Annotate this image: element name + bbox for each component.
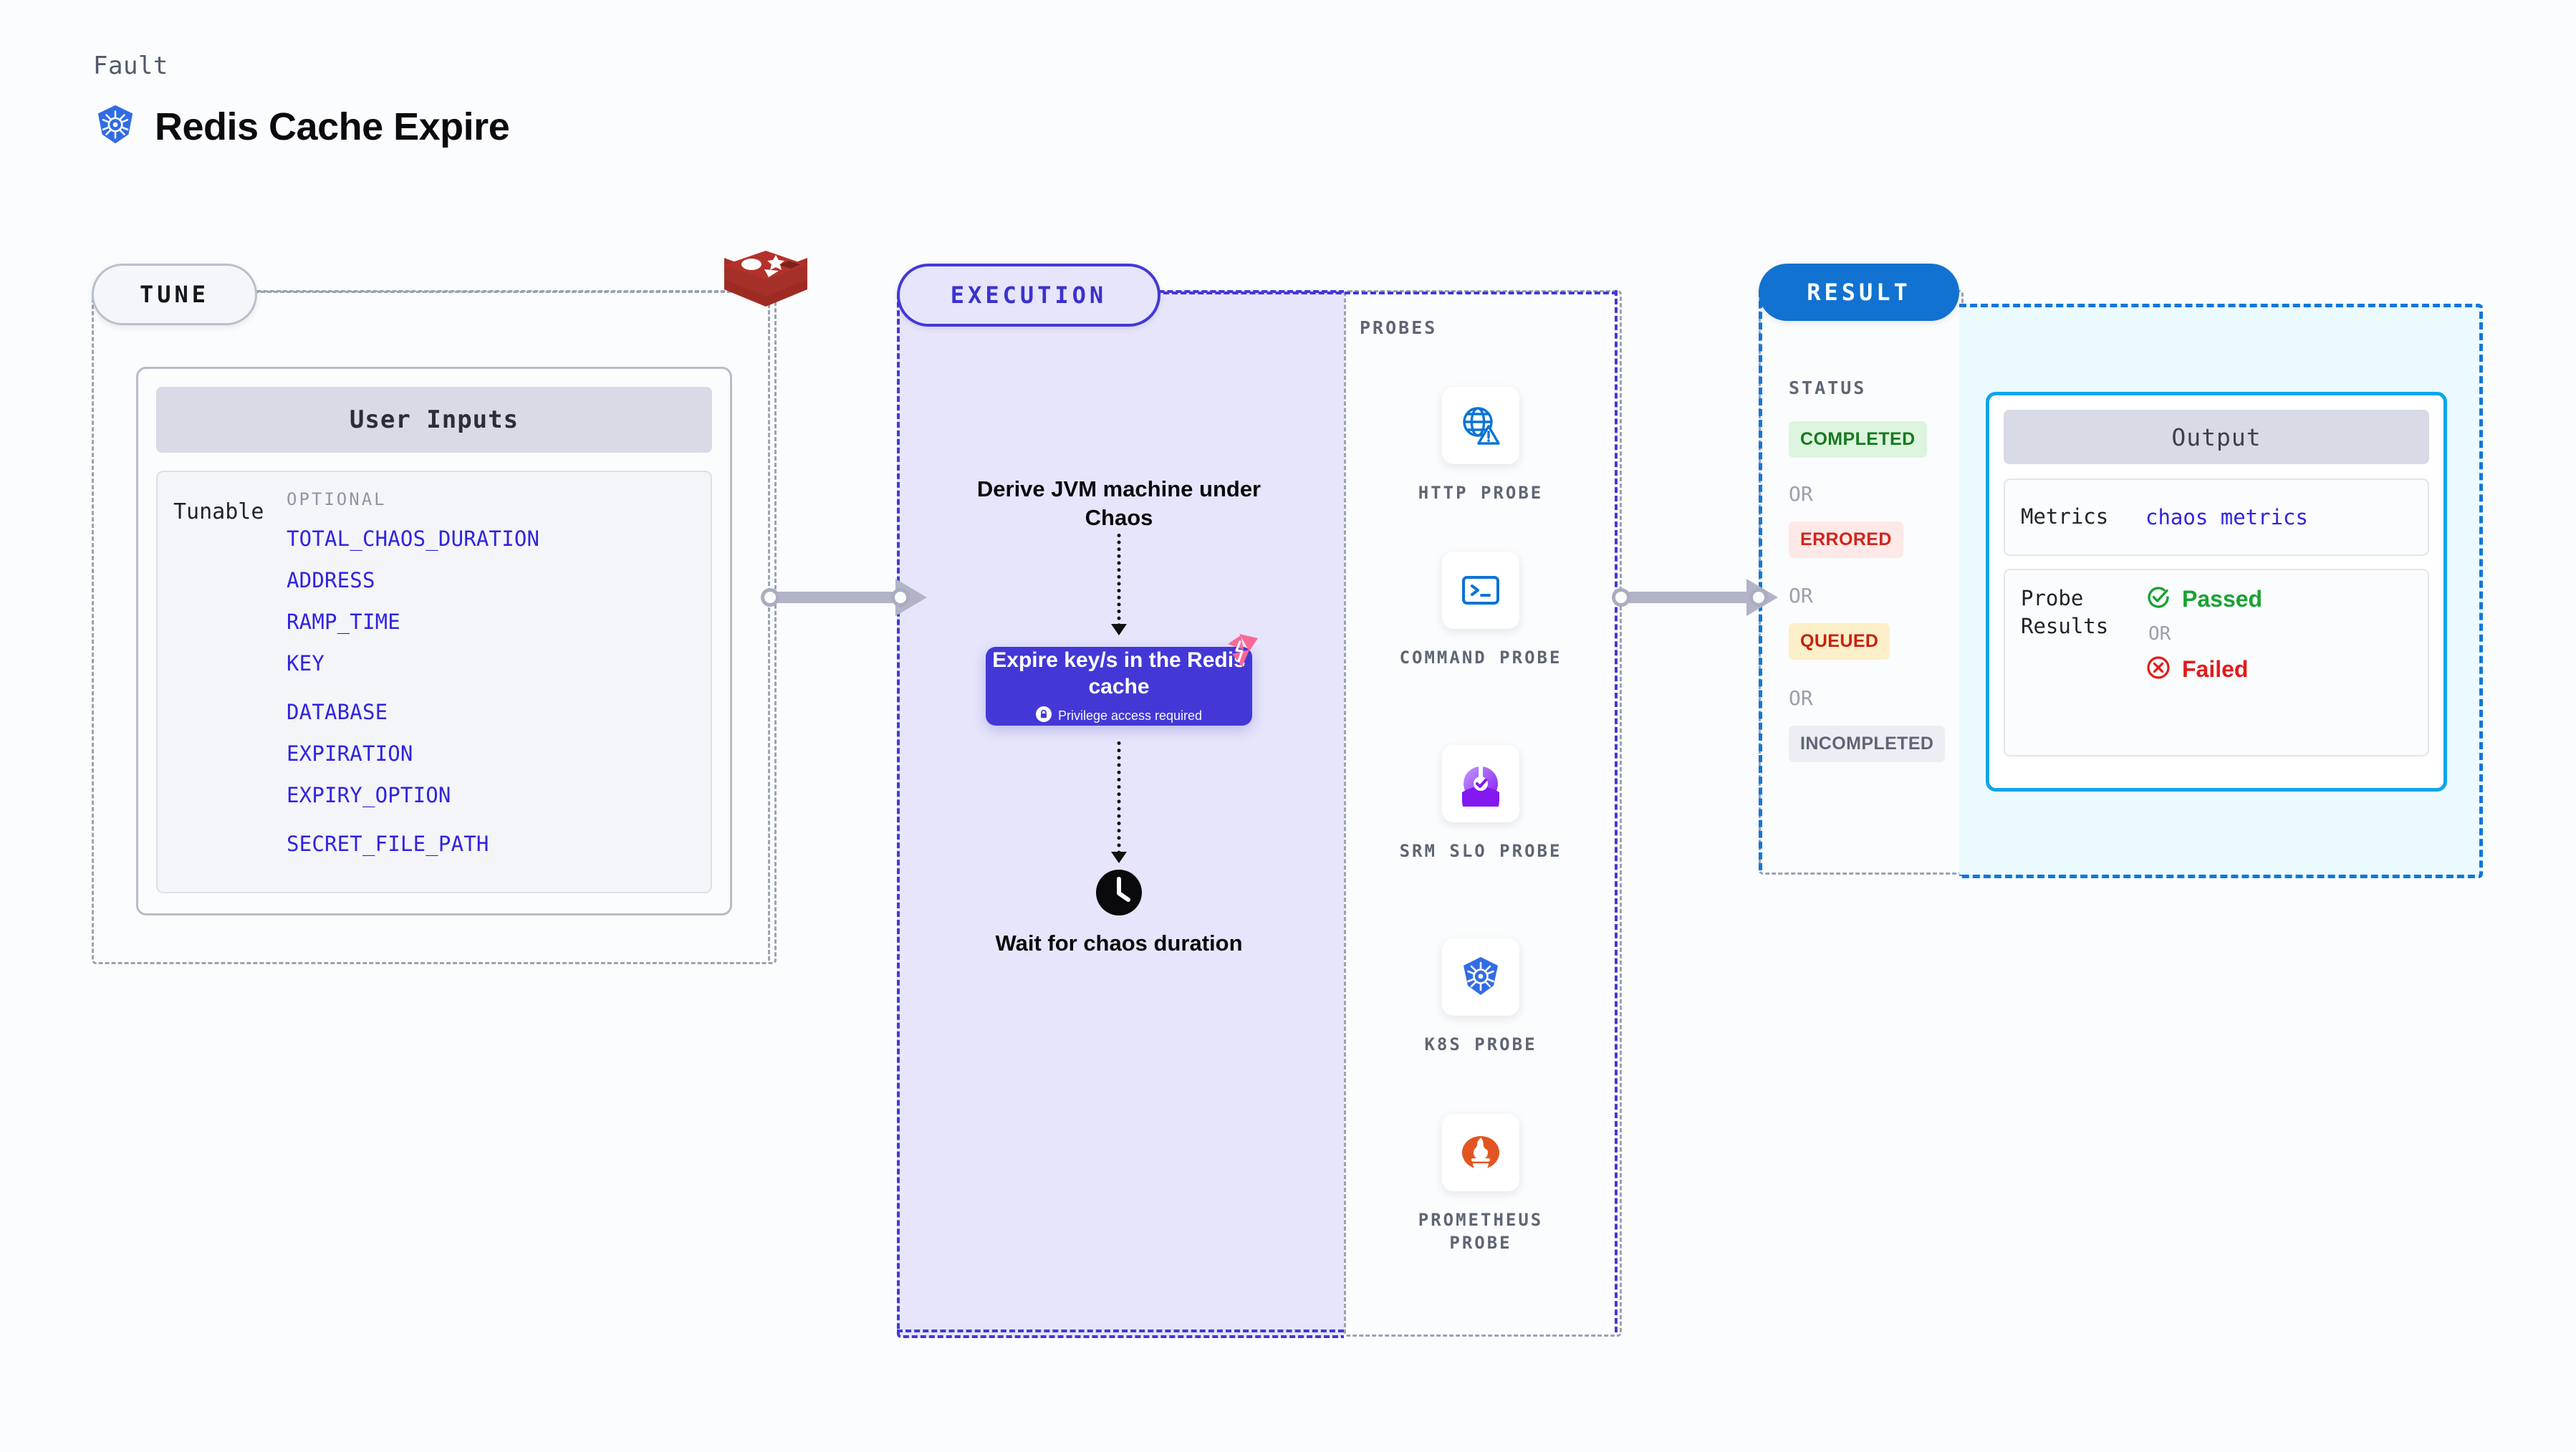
optional-group-label: OPTIONAL xyxy=(287,489,387,509)
probe-label: COMMAND PROBE xyxy=(1399,648,1562,668)
probe-label: HTTP PROBE xyxy=(1418,483,1544,503)
probe-command[interactable]: COMMAND PROBE xyxy=(1344,552,1618,669)
connector-dot xyxy=(1612,588,1630,607)
page-title: Redis Cache Expire xyxy=(155,105,510,148)
param-total-chaos-duration[interactable]: TOTAL_CHAOS_DURATION xyxy=(287,527,540,551)
status-badge-completed: COMPLETED xyxy=(1789,421,1927,458)
redis-icon xyxy=(720,249,812,328)
execution-step-derive: Derive JVM machine under Chaos xyxy=(976,476,1261,530)
output-probe-results-label: Probe Results xyxy=(2021,586,2109,639)
status-badge-queued: QUEUED xyxy=(1789,623,1890,660)
user-inputs-header: User Inputs xyxy=(156,387,712,453)
status-or-1: OR xyxy=(1789,482,1813,506)
status-or-2: OR xyxy=(1789,584,1813,607)
tunable-section: Tunable OPTIONAL TOTAL_CHAOS_DURATION AD… xyxy=(156,471,712,893)
execution-right-edge xyxy=(1615,290,1618,1332)
arrow-execution-to-result xyxy=(1612,579,1798,616)
dotted-arrow-down xyxy=(1111,741,1127,863)
prometheus-icon xyxy=(1442,1114,1519,1191)
fault-label: Fault xyxy=(93,52,168,80)
status-badge-incompleted: INCOMPLETED xyxy=(1789,726,1946,762)
execution-action-card[interactable]: Expire key/s in the Redis cache Privileg… xyxy=(986,647,1252,726)
probe-result-values: Passed OR Failed xyxy=(2145,585,2262,741)
connector-dot xyxy=(761,588,779,607)
param-secret-file-path[interactable]: SECRET_FILE_PATH xyxy=(287,832,489,856)
probe-label: K8S PROBE xyxy=(1424,1034,1537,1054)
param-ramp-time[interactable]: RAMP_TIME xyxy=(287,610,400,634)
privilege-note-row: Privilege access required xyxy=(1035,706,1203,725)
param-expiry-option[interactable]: EXPIRY_OPTION xyxy=(287,783,451,807)
clock-icon xyxy=(1095,868,1143,917)
param-address[interactable]: ADDRESS xyxy=(287,568,375,592)
probe-label: PROMETHEUS PROBE xyxy=(1418,1210,1544,1254)
privilege-note-text: Privilege access required xyxy=(1057,708,1203,723)
param-expiration[interactable]: EXPIRATION xyxy=(287,741,413,766)
probe-label: SRM SLO PROBE xyxy=(1399,841,1562,861)
probe-result-failed: Failed xyxy=(2145,655,2262,683)
probe-srm-slo[interactable]: SRM SLO PROBE xyxy=(1344,745,1618,862)
result-stage-container xyxy=(1759,290,1964,875)
action-card-title: Expire key/s in the Redis cache xyxy=(992,648,1246,698)
connector-dot xyxy=(891,588,910,607)
output-metrics-value[interactable]: chaos metrics xyxy=(2145,505,2308,529)
execution-bottom-edge xyxy=(897,1330,1344,1332)
status-or-3: OR xyxy=(1789,686,1813,710)
status-label: STATUS xyxy=(1789,378,1867,398)
probe-result-passed: Passed xyxy=(2145,585,2262,613)
arrow-tune-to-execution xyxy=(761,579,947,616)
tunable-row-label: Tunable xyxy=(173,499,264,524)
tune-connector-line xyxy=(254,291,770,293)
harness-icon xyxy=(1218,633,1259,670)
status-badge-errored: ERRORED xyxy=(1789,521,1903,558)
connector-dot xyxy=(1749,588,1768,607)
kubernetes-icon xyxy=(93,103,138,150)
stage-pill-tune[interactable]: TUNE xyxy=(92,264,257,325)
page-header: Fault Redis xyxy=(93,52,510,150)
globe-alert-icon xyxy=(1442,387,1519,464)
output-card: Output Metrics chaos metrics Probe Resul… xyxy=(1986,392,2447,792)
tune-connector-line-vertical xyxy=(768,291,770,961)
terminal-icon xyxy=(1442,552,1519,629)
srm-slo-icon xyxy=(1442,745,1519,822)
execution-connector-line xyxy=(1155,292,1618,294)
probe-http[interactable]: HTTP PROBE xyxy=(1344,387,1618,504)
probe-failed-label: Failed xyxy=(2182,655,2249,682)
probe-result-or: OR xyxy=(2148,623,2171,645)
probe-k8s[interactable]: K8S PROBE xyxy=(1344,938,1618,1056)
stage-pill-result[interactable]: RESULT xyxy=(1759,264,1959,321)
probes-label: PROBES xyxy=(1360,317,1438,338)
stage-pill-execution[interactable]: EXECUTION xyxy=(897,264,1160,327)
probe-passed-label: Passed xyxy=(2182,585,2263,612)
param-database[interactable]: DATABASE xyxy=(287,700,388,724)
output-metrics-label: Metrics xyxy=(2021,504,2109,529)
param-key[interactable]: KEY xyxy=(287,651,325,675)
output-metrics-row: Metrics chaos metrics xyxy=(2004,479,2429,556)
title-row: Redis Cache Expire xyxy=(93,103,510,150)
x-circle-icon xyxy=(2145,655,2171,683)
kubernetes-icon xyxy=(1442,938,1519,1016)
user-inputs-card: User Inputs Tunable OPTIONAL TOTAL_CHAOS… xyxy=(136,367,732,915)
tunable-param-list: OPTIONAL TOTAL_CHAOS_DURATION ADDRESS RA… xyxy=(287,489,711,892)
execution-step-wait: Wait for chaos duration xyxy=(995,931,1243,956)
dotted-arrow-down xyxy=(1111,534,1127,635)
check-circle-icon xyxy=(2145,585,2171,613)
probe-prometheus[interactable]: PROMETHEUS PROBE xyxy=(1344,1114,1618,1255)
lock-icon xyxy=(1035,706,1052,725)
output-header: Output xyxy=(2004,410,2429,464)
output-probe-results-row: Probe Results Passed OR xyxy=(2004,569,2429,756)
